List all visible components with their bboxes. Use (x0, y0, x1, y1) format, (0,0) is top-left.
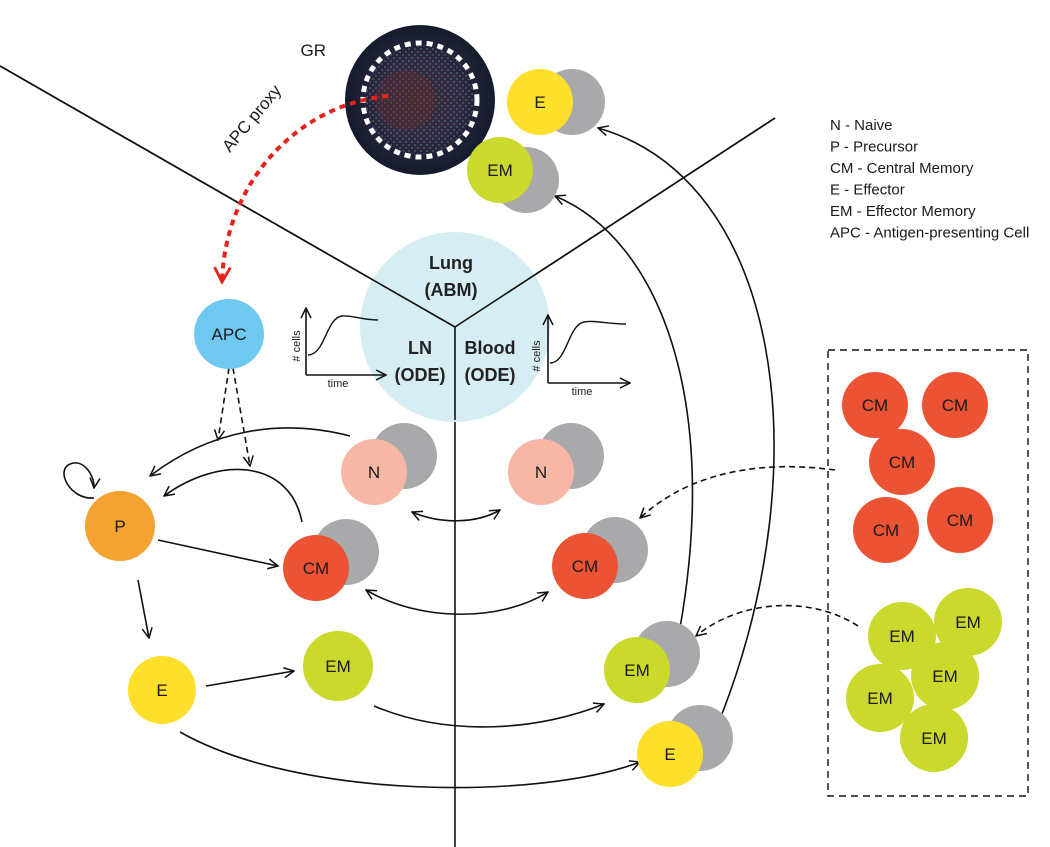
legend-item: P - Precursor (830, 139, 918, 156)
arrow-pool-cm-to-blood (640, 465, 836, 518)
pool-em-label: EM (932, 667, 958, 686)
arrow-em-to-blood (373, 704, 604, 728)
cell-ln-n (341, 439, 407, 505)
arrow-n-exchange (412, 510, 500, 522)
plot-ylabel: # cells (291, 330, 303, 362)
cell-lung-e-label: E (534, 93, 545, 112)
pool-em-cell (911, 642, 979, 710)
apc-proxy-label: APC proxy (218, 81, 285, 156)
granuloma-core (375, 70, 435, 130)
granuloma: GR (301, 25, 495, 175)
cell-apc (194, 299, 264, 369)
arrow-e-to-blood (179, 731, 640, 789)
cell-ln-em-label: EM (325, 657, 351, 676)
pool-cm-label: CM (862, 396, 888, 415)
arrow-cm-to-p (164, 468, 303, 523)
cell-blood-em-label: EM (624, 661, 650, 680)
pool-cm-cell (853, 497, 919, 563)
granuloma-grid (366, 46, 474, 154)
apc-proxy-arrow (222, 94, 389, 282)
pool-em-label: EM (889, 627, 915, 646)
cell-blood-cm-label: CM (572, 557, 598, 576)
pool-cm-cell (869, 429, 935, 495)
plot-curve (307, 315, 379, 356)
arrow-n-to-p (150, 427, 351, 476)
arrow-apc-to-p (218, 367, 230, 440)
arrow-apc-to-pathway (232, 367, 250, 466)
cell-blood-em (604, 637, 670, 703)
pool-cm-cell (922, 372, 988, 438)
cell-ln-em (303, 631, 373, 701)
pool-em-label: EM (955, 613, 981, 632)
plot-curve (549, 320, 627, 364)
cell-ln-n-label: N (368, 463, 380, 482)
memory-pool-box (827, 349, 1029, 797)
cell-p (85, 491, 155, 561)
granuloma-label: GR (301, 41, 327, 60)
arrow-e-to-em (205, 671, 294, 687)
pool-em-cell (868, 602, 936, 670)
cell-ln-e-label: E (156, 681, 167, 700)
plot-xlabel: time (328, 378, 349, 390)
pool-em-label: EM (921, 729, 947, 748)
pool-cm-cell (842, 372, 908, 438)
pool-em-cell (934, 588, 1002, 656)
cell-blood-e (637, 721, 703, 787)
arrow-pool-em-to-blood (696, 604, 859, 636)
arrow-em-to-lung (555, 196, 694, 629)
legend-item: E - Effector (830, 182, 905, 199)
cell-apc-label: APC (212, 325, 247, 344)
plot-xlabel: time (572, 386, 593, 398)
cell-ln-cm-label: CM (303, 559, 329, 578)
legend: N - Naive P - Precursor CM - Central Memor… (830, 117, 1029, 242)
legend-item: EM - Effector Memory (830, 203, 976, 220)
arrow-e-to-lung (598, 128, 775, 715)
cell-lung-em (467, 137, 533, 203)
arrow-p-to-cm (157, 539, 278, 566)
cell-blood-n-label: N (535, 463, 547, 482)
pool-em-cell (900, 704, 968, 772)
cell-ln-e (128, 656, 196, 724)
ln-label: LN (408, 338, 432, 358)
cell-blood-n (508, 439, 574, 505)
plot-ylabel: # cells (531, 340, 543, 372)
arrow-p-to-e (137, 579, 149, 638)
legend-item: N - Naive (830, 117, 893, 134)
cell-blood-e-label: E (664, 745, 675, 764)
arrow-p-self-renewal (63, 462, 94, 499)
legend-item: CM - Central Memory (830, 160, 974, 177)
flow-arrows (63, 128, 859, 789)
pool-cm-label: CM (889, 453, 915, 472)
cell-blood-cm (552, 533, 618, 599)
pool-cm-label: CM (947, 511, 973, 530)
blood-label: Blood (465, 338, 516, 358)
arrow-cm-exchange (366, 590, 548, 615)
pool-em-cell (846, 664, 914, 732)
pool-cm-label: CM (873, 521, 899, 540)
pool-em-label: EM (867, 689, 893, 708)
lung-label: Lung (429, 253, 473, 273)
pool-cm-cell (927, 487, 993, 553)
lung-model-label: (ABM) (425, 280, 478, 300)
pool-cm-label: CM (942, 396, 968, 415)
cell-p-label: P (114, 517, 125, 536)
inset-plot-blood: # cells time (531, 315, 630, 398)
cell-lung-e (507, 69, 573, 135)
cell-ln-cm (283, 535, 349, 601)
legend-item: APC - Antigen-presenting Cell (830, 225, 1029, 242)
cell-lung-em-label: EM (487, 161, 513, 180)
cells: APC P N CM E EM N CM EM E E EM CM CM CM CM CM EM EM EM EM EM (85, 69, 1002, 787)
blood-model-label: (ODE) (465, 365, 516, 385)
ln-model-label: (ODE) (395, 365, 446, 385)
inset-plot-ln: # cells time (291, 308, 386, 390)
